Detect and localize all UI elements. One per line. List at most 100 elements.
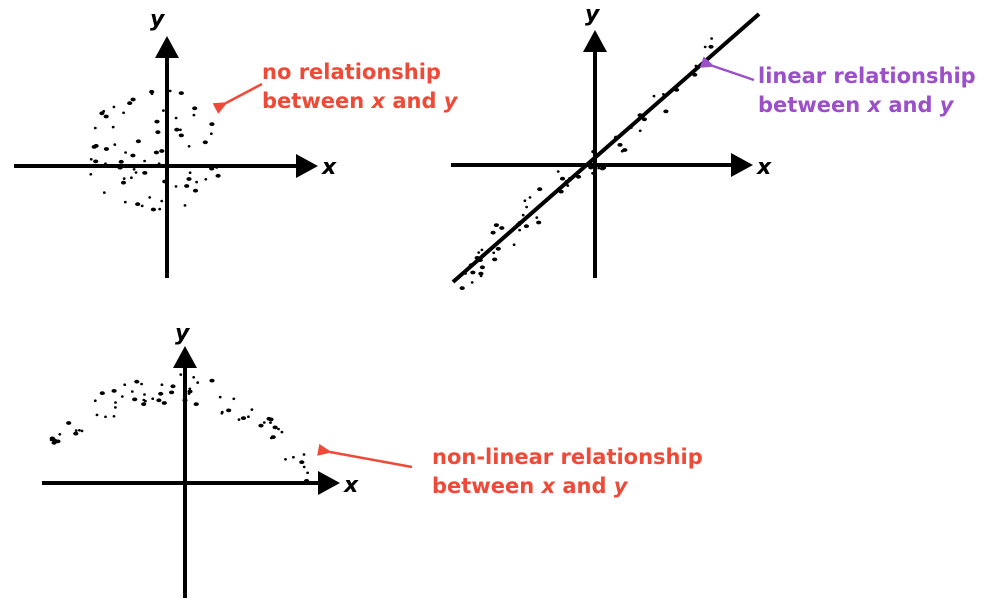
scatter-point <box>304 479 310 483</box>
scatter-point <box>143 159 147 163</box>
scatter-point <box>220 412 224 415</box>
scatter-point <box>490 230 496 235</box>
scatter-point <box>272 425 278 430</box>
scatter-point <box>117 165 123 170</box>
scatter-point <box>80 429 84 433</box>
pointer-arrow-non-linear <box>317 443 413 469</box>
scatter-point <box>184 184 190 188</box>
scatter-point <box>556 170 560 173</box>
scatter-point <box>134 379 140 384</box>
scatter-point <box>515 222 522 227</box>
scatter-point <box>111 125 115 129</box>
scatter-point <box>215 173 221 178</box>
scatter-point <box>174 185 178 188</box>
scatter-point <box>93 126 97 130</box>
scatter-point <box>159 149 165 153</box>
scatter-point <box>477 251 481 254</box>
label-line-1: no relationship <box>262 60 441 84</box>
scatter-point <box>629 126 633 129</box>
scatter-point <box>178 91 184 95</box>
scatter-point <box>132 168 136 171</box>
scatter-point <box>215 166 219 169</box>
panel-no-relationship: x y <box>14 7 337 278</box>
scatter-point <box>692 72 698 77</box>
y-axis <box>583 30 607 278</box>
scatter-points-non-linear <box>49 373 310 483</box>
label-line-2: between x and y <box>432 474 628 498</box>
scatter-point <box>151 397 155 401</box>
pointer-arrow-no-relationship <box>212 82 263 114</box>
scatter-point <box>50 437 56 441</box>
scatter-point <box>495 246 501 251</box>
scatter-point <box>564 179 570 184</box>
scatter-point <box>160 383 164 387</box>
scatter-point <box>512 243 516 246</box>
y-axis-arrowhead <box>173 346 197 368</box>
scatter-point <box>134 171 138 174</box>
scatter-point <box>112 105 116 109</box>
scatter-point <box>269 421 272 424</box>
y-axis-label: y <box>175 321 191 346</box>
scatter-point <box>588 165 594 170</box>
scatter-point <box>89 158 93 161</box>
scatter-point <box>268 417 274 422</box>
scatter-point <box>209 166 215 171</box>
scatter-point <box>187 145 191 148</box>
panel-non-linear-relationship: x y <box>42 321 413 598</box>
scatter-point <box>178 133 184 138</box>
label-no-relationship: no relationship between x and y <box>262 58 458 116</box>
scatter-point <box>104 415 107 419</box>
scatter-point <box>302 453 306 456</box>
scatter-point <box>284 458 287 461</box>
scatter-point <box>188 387 192 391</box>
scatter-point <box>149 89 155 94</box>
scatter-point <box>192 106 198 111</box>
scatter-point <box>470 270 476 275</box>
scatter-point <box>192 113 196 117</box>
label-linear-relationship: linear relationship between x and y <box>758 62 976 120</box>
x-axis <box>451 153 753 177</box>
scatter-point <box>150 207 156 212</box>
scatter-point <box>187 389 193 394</box>
scatter-point <box>156 398 162 403</box>
scatter-point <box>663 109 669 114</box>
scatter-point <box>162 179 168 184</box>
scatter-point <box>710 37 713 40</box>
scatter-point <box>525 205 528 209</box>
scatter-point <box>536 220 542 225</box>
scatter-point <box>617 143 623 147</box>
scatter-point <box>637 113 643 118</box>
scatter-point <box>188 171 192 174</box>
scatter-point <box>118 159 124 164</box>
x-axis-label: x <box>321 155 337 180</box>
scatter-point <box>123 383 127 387</box>
scatter-point <box>135 202 141 207</box>
scatter-point <box>140 204 144 208</box>
scatter-point <box>568 177 571 180</box>
scatter-point <box>93 159 99 164</box>
scatter-point <box>104 162 107 165</box>
scatter-point <box>591 149 597 154</box>
scatter-point <box>673 88 680 92</box>
scatter-point <box>202 140 208 145</box>
scatter-point <box>622 148 628 152</box>
scatter-point <box>478 271 484 276</box>
label-line-2: between x and y <box>758 93 954 117</box>
scatter-point <box>154 119 160 124</box>
pointer-arrow-linear <box>699 56 755 82</box>
regression-line <box>451 12 761 284</box>
scatter-point <box>464 272 467 275</box>
scatter-point <box>74 429 78 432</box>
scatter-point <box>474 256 480 260</box>
scatter-point <box>559 176 566 181</box>
scatter-point <box>306 471 309 475</box>
panel-linear-relationship: x y <box>451 2 772 290</box>
scatter-point <box>130 153 136 158</box>
scatter-point <box>122 111 125 115</box>
scatter-point <box>537 187 543 192</box>
scatter-point <box>161 401 167 405</box>
scatter-point <box>103 147 109 151</box>
scatter-point <box>130 97 136 102</box>
scatter-point <box>183 204 187 207</box>
